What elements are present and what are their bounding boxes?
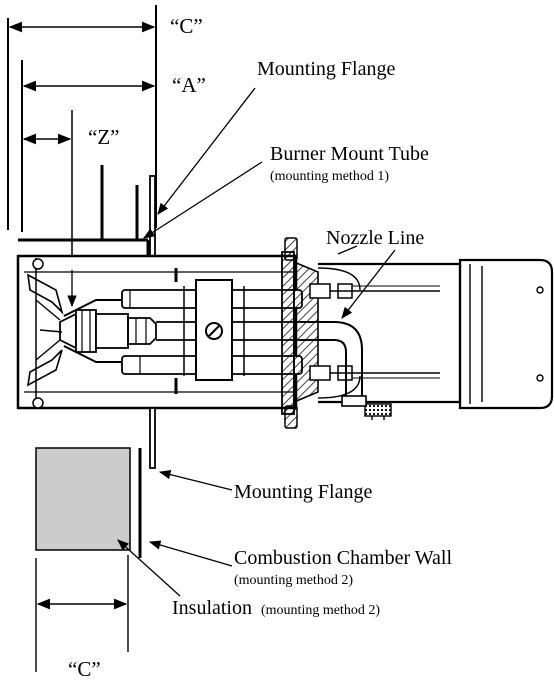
dimension-a: “A”: [21, 60, 206, 232]
label-insulation: Insulation: [172, 597, 252, 619]
dimension-c-bottom-label: “C”: [68, 657, 101, 681]
burner-housing: [309, 258, 554, 420]
insulation-block: [35, 447, 131, 551]
label-mounting-flange-bottom: Mounting Flange: [234, 481, 372, 503]
dimension-a-label: “A”: [172, 73, 206, 97]
mounting-flange-bottom-shape: [35, 407, 156, 558]
burner-assembly: [16, 237, 319, 429]
label-combustion-chamber-wall-note: (mounting method 2): [234, 573, 353, 588]
label-nozzle-line: Nozzle Line: [326, 227, 424, 249]
dimension-z-label: “Z”: [88, 125, 119, 149]
dimension-c-top-label: “C”: [170, 14, 203, 38]
label-insulation-line: Insulation (mounting method 2): [172, 597, 380, 619]
label-combustion-chamber-wall: Combustion Chamber Wall: [234, 547, 452, 569]
dimension-c-top: “C”: [7, 5, 203, 230]
label-burner-mount-tube-note: (mounting method 1): [270, 169, 389, 184]
label-mounting-flange-top: Mounting Flange: [257, 58, 395, 80]
dimension-c-bottom: “C”: [35, 555, 129, 681]
label-burner-mount-tube: Burner Mount Tube: [270, 143, 429, 165]
label-insulation-note: (mounting method 2): [261, 603, 380, 618]
leader-lines: [67, 87, 396, 597]
nozzle-line-shape: [300, 321, 367, 407]
mounting-flange-top-shape: [18, 165, 156, 257]
